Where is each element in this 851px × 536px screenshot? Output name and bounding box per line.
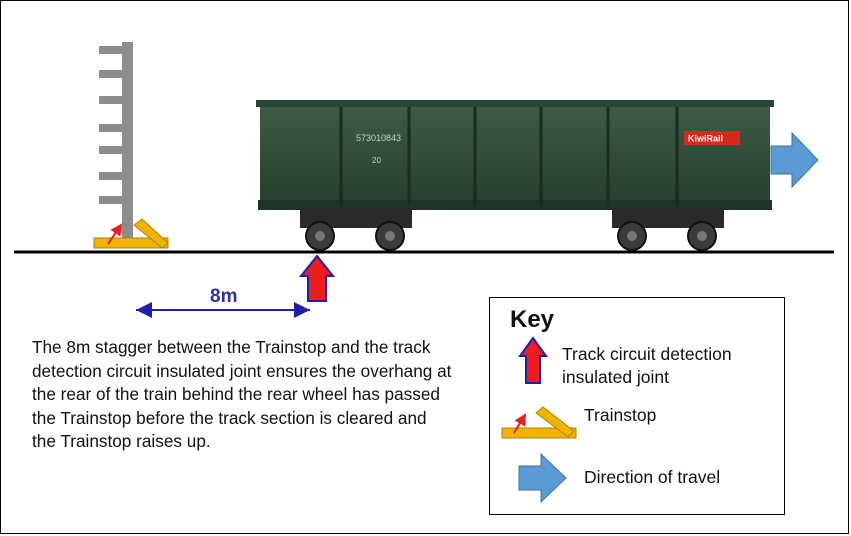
direction-arrow [770,131,819,189]
key-label-trainstop: Trainstop [584,405,657,425]
key-label-insulated-joint: Track circuit detection insulated joint [562,344,732,387]
distance-label: 8m [210,286,238,307]
wagon-number: 573010843 [356,133,401,143]
insulated-joint-arrow [298,254,336,302]
rear-bogie [612,208,724,251]
key-label-direction: Direction of travel [584,467,721,487]
kiwirail-logo: KiwiRail [684,131,740,145]
wagon-sub-number: 20 [372,156,381,165]
freight-wagon: 573010843 20 KiwiRail [256,100,774,251]
key-title: Key [510,306,555,333]
front-bogie [300,208,412,251]
trainstop [93,218,169,249]
explanation-text: The 8m stagger between the Trainstop and… [32,337,452,452]
signal-post [99,42,133,244]
key-red-up-arrow-icon [518,336,548,384]
key-legend: Key Track circuit detection insulated jo… [489,297,785,515]
key-blue-right-arrow-icon [518,452,567,504]
svg-text:KiwiRail: KiwiRail [688,134,723,144]
key-trainstop-icon [501,406,577,439]
